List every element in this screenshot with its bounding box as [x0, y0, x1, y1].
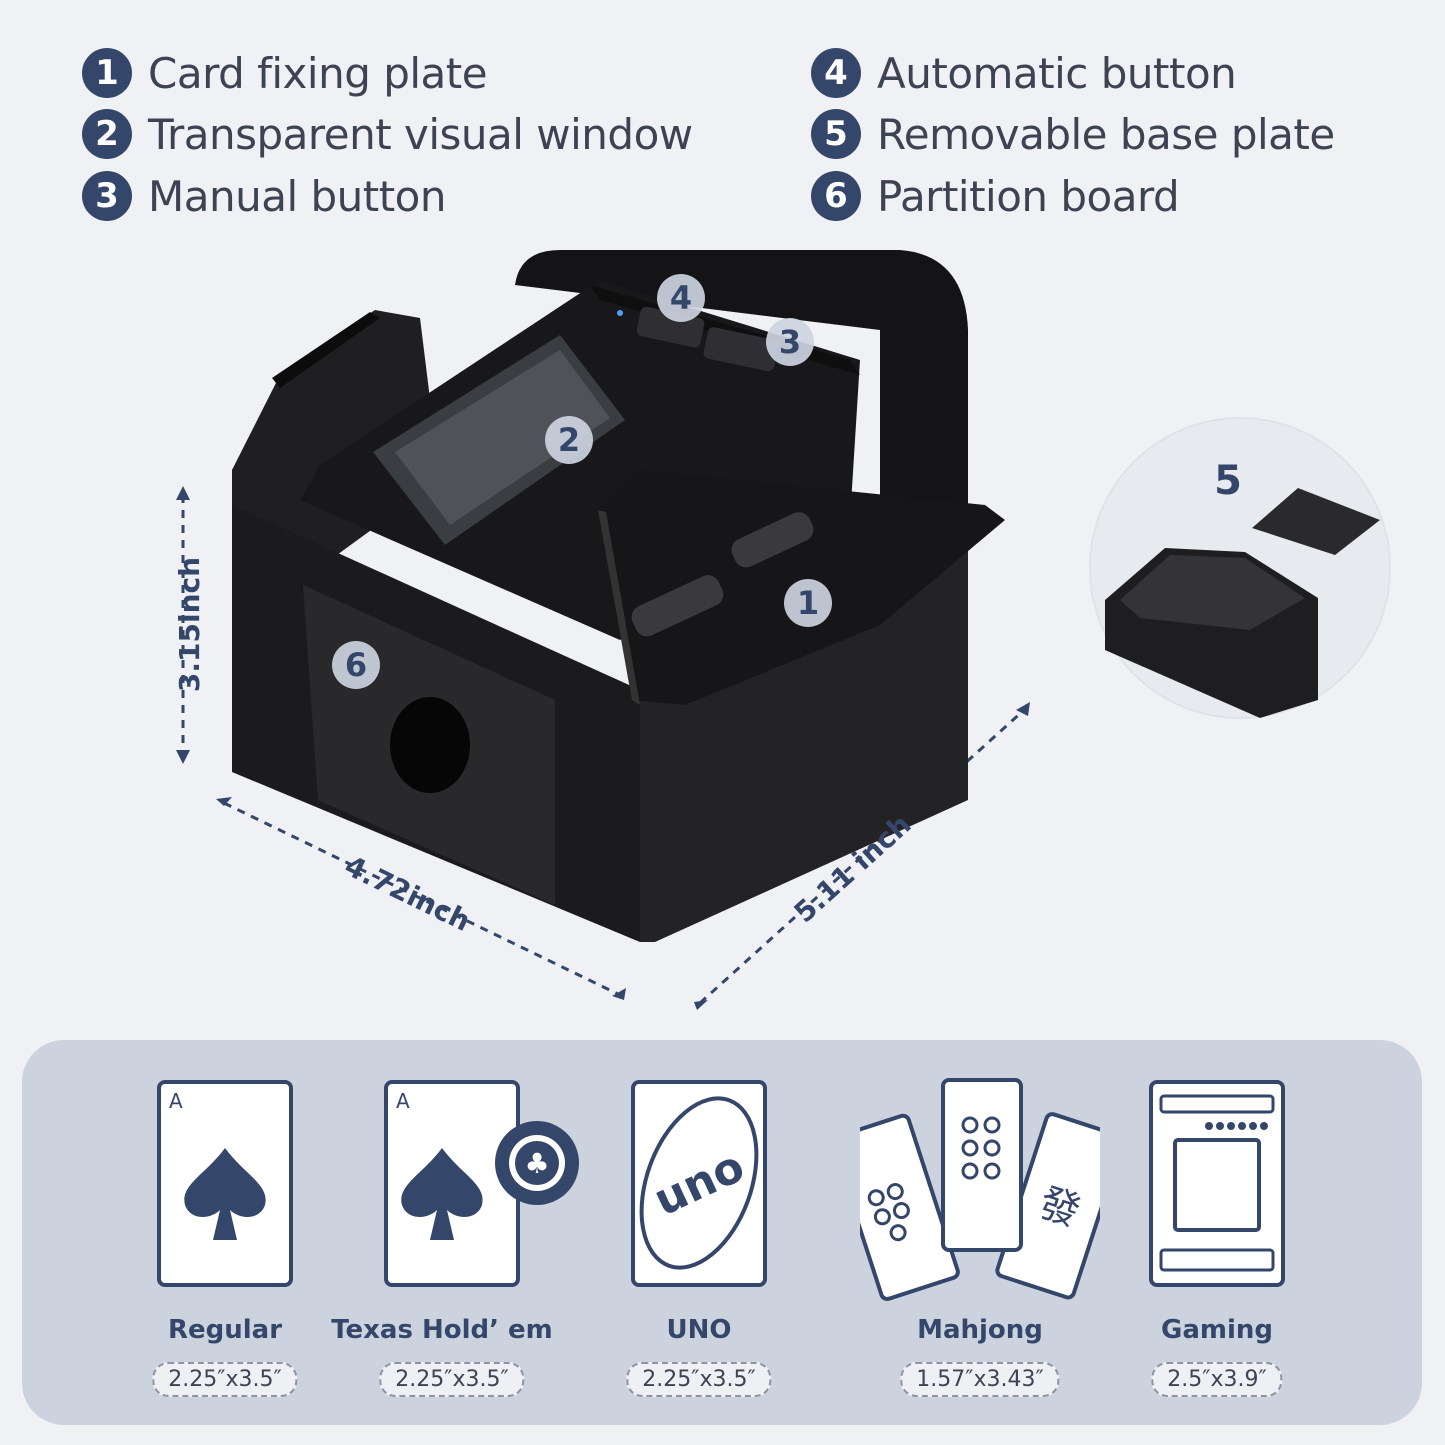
legend-label: Partition board: [877, 171, 1180, 221]
number-badge: 4: [811, 48, 861, 98]
manual-button: [703, 327, 779, 372]
card-shuffler-illustration: [176, 250, 1391, 1010]
callout-6: 6: [332, 641, 380, 689]
svg-text:A: A: [169, 1089, 183, 1113]
callout-2: 2: [545, 416, 593, 464]
body-right-face: [640, 520, 968, 942]
card-type-name: Gaming: [1160, 1315, 1273, 1345]
card-type-name: Texas Hold’ em: [331, 1315, 553, 1345]
dimension-lines: [181, 495, 1026, 1005]
removable-base-plate: [1252, 488, 1380, 555]
legend-item-5: 5 Removable base plate: [811, 106, 1335, 162]
legend-item-3: 3 Manual button: [82, 168, 447, 224]
card-type-uno: uno UNO 2.25″x3.5″: [579, 1040, 819, 1397]
callout-4: 4: [657, 274, 705, 322]
legend-item-4: 4 Automatic button: [811, 45, 1237, 101]
number-badge: 2: [82, 109, 132, 159]
spade-card-icon: A: [157, 1080, 293, 1287]
card-type-size: 2.25″x3.5″: [152, 1362, 298, 1397]
number-badge: 1: [82, 48, 132, 98]
legend-label: Transparent visual window: [148, 109, 693, 159]
number-badge: 6: [811, 171, 861, 221]
callout-5: 5: [1214, 458, 1242, 504]
indicator-light: [617, 310, 623, 316]
height-dimension-label: 3.15inch: [173, 556, 207, 693]
mahjong-cards-icon: 發: [830, 1078, 1125, 1301]
number-badge: 5: [811, 109, 861, 159]
gaming-card-icon: [1149, 1080, 1285, 1287]
callout-3: 3: [766, 318, 814, 366]
card-type-regular: A Regular 2.25″x3.5″: [105, 1040, 345, 1397]
legend-item-1: 1 Card fixing plate: [82, 45, 488, 101]
legend-item-6: 6 Partition board: [811, 168, 1180, 224]
callout-1: 1: [784, 579, 832, 627]
card-type-gaming: Gaming 2.5″x3.9″: [1097, 1040, 1337, 1397]
number-badge: 3: [82, 171, 132, 221]
uno-card-icon: uno: [631, 1080, 767, 1287]
compatible-cards-panel: A Regular 2.25″x3.5″ A ♣ Texas Hold’ em …: [22, 1040, 1422, 1425]
legend-label: Manual button: [148, 171, 447, 221]
card-type-size: 1.57″x3.43″: [900, 1362, 1060, 1397]
legend-label: Card fixing plate: [148, 48, 488, 98]
card-type-size: 2.25″x3.5″: [379, 1362, 525, 1397]
legend-label: Removable base plate: [877, 109, 1335, 159]
card-type-name: UNO: [666, 1315, 732, 1345]
spade-card-chip-icon: A ♣: [384, 1080, 579, 1287]
card-type-name: Regular: [167, 1315, 283, 1345]
partition-hole: [390, 697, 470, 793]
card-type-size: 2.25″x3.5″: [626, 1362, 772, 1397]
legend-item-2: 2 Transparent visual window: [82, 106, 693, 162]
card-type-texas-holdem: A ♣ Texas Hold’ em 2.25″x3.5″: [331, 1040, 579, 1397]
card-type-name: Mahjong: [917, 1315, 1043, 1345]
svg-text:A: A: [396, 1089, 410, 1113]
card-type-mahjong: 發 Mahjong 1.57″x3.43″: [830, 1040, 1125, 1397]
card-type-size: 2.5″x3.9″: [1151, 1362, 1283, 1397]
legend-label: Automatic button: [877, 48, 1237, 98]
svg-text:♣: ♣: [524, 1147, 549, 1180]
